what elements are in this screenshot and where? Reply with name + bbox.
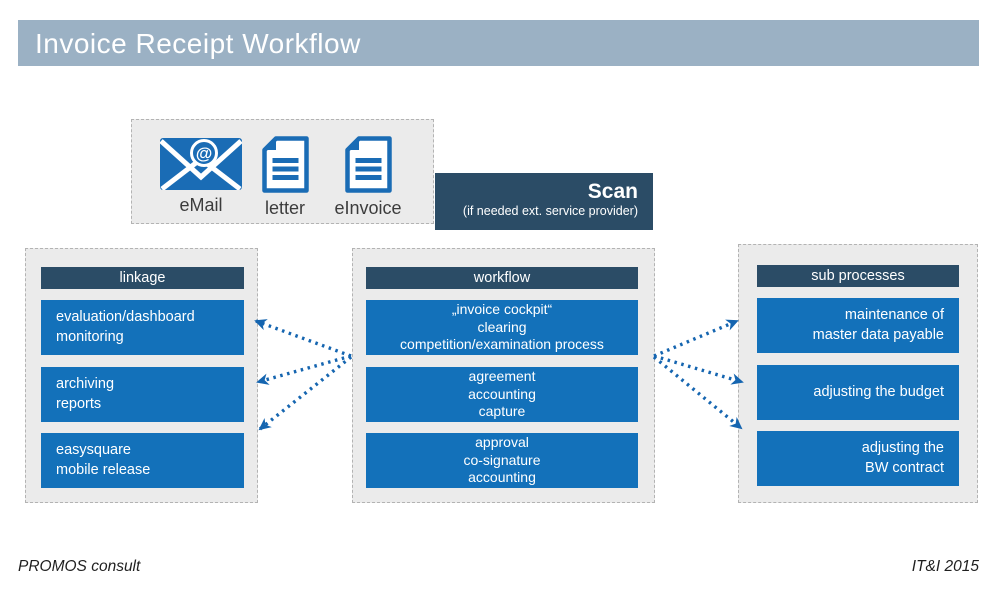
footer-edition: IT&I 2015 [911,558,979,575]
scan-box: Scan (if needed ext. service provider) [435,173,653,230]
arrow-workflow-to-easysquare [258,355,353,431]
scan-subtitle: (if needed ext. service provider) [462,204,638,218]
subprocess-box-budget: adjusting the budget [757,365,959,420]
linkage-box-archiving: archiving reports [41,367,244,422]
workflow-box-approval: approval co-signature accounting [366,433,638,488]
source-label: eMail [179,195,223,215]
scan-title: Scan [587,180,638,203]
workflow-box-agreement: agreement accounting capture [366,367,638,422]
linkage-box-evaluation: evaluation/dashboard monitoring [41,300,244,355]
arrow-workflow-to-archiving [256,354,352,385]
source-email: @ eMail [146,138,256,216]
workflow-column: workflow „invoice cockpit“ clearing comp… [352,248,655,503]
email-envelope-icon: @ [160,138,242,190]
svg-text:@: @ [196,144,213,163]
arrow-workflow-to-master-data [653,319,739,358]
sub-processes-column: sub processes maintenance of master data… [738,244,978,503]
linkage-box-easysquare: easysquare mobile release [41,433,244,488]
subprocess-box-master-data: maintenance of master data payable [757,298,959,353]
source-letter: letter [230,136,340,219]
source-label: letter [264,198,306,218]
arrow-workflow-to-evaluation [254,319,352,358]
subprocess-box-bw-contract: adjusting the BW contract [757,431,959,486]
footer-company: PROMOS consult [18,558,141,575]
input-sources-panel: @ eMail letter eInvoice [131,119,434,224]
linkage-header: linkage [41,267,244,289]
letter-document-icon [261,136,309,193]
sub-processes-header: sub processes [757,265,959,287]
einvoice-document-icon [344,136,392,193]
source-label: eInvoice [334,198,402,218]
workflow-box-invoice-cockpit: „invoice cockpit“ clearing competition/e… [366,300,638,355]
arrow-workflow-to-bw-contract [652,355,743,430]
source-einvoice: eInvoice [313,136,423,219]
arrow-workflow-to-budget [653,354,744,385]
linkage-column: linkage evaluation/dashboard monitoring … [25,248,258,503]
page-title: Invoice Receipt Workflow [18,20,979,66]
workflow-header: workflow [366,267,638,289]
